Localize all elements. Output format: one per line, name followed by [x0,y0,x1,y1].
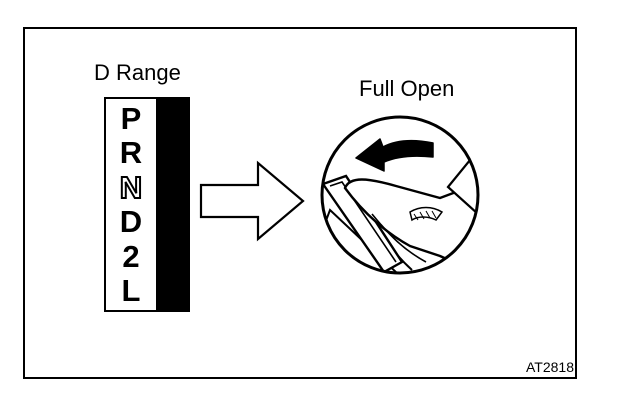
selector-bar [156,99,190,310]
gear-position-d: D [119,204,143,240]
gear-position-n: N [119,169,143,205]
gear-position-list: P R N D 2 L [106,99,156,310]
figure-frame [23,27,577,379]
gear-position-p: P [120,100,142,136]
throttle-label: Full Open [359,76,455,101]
gear-position-r: R [119,135,143,171]
gear-position-2: 2 [122,238,140,274]
selector-indicator [163,323,181,330]
figure-code: AT2818 [526,359,574,375]
detail-circle [320,115,480,275]
shift-selector: P R N D 2 L [104,97,190,330]
right-arrow-icon [199,160,305,242]
curved-arrow-icon [355,138,434,172]
range-label: D Range [94,60,181,85]
gear-position-l: L [121,273,141,309]
